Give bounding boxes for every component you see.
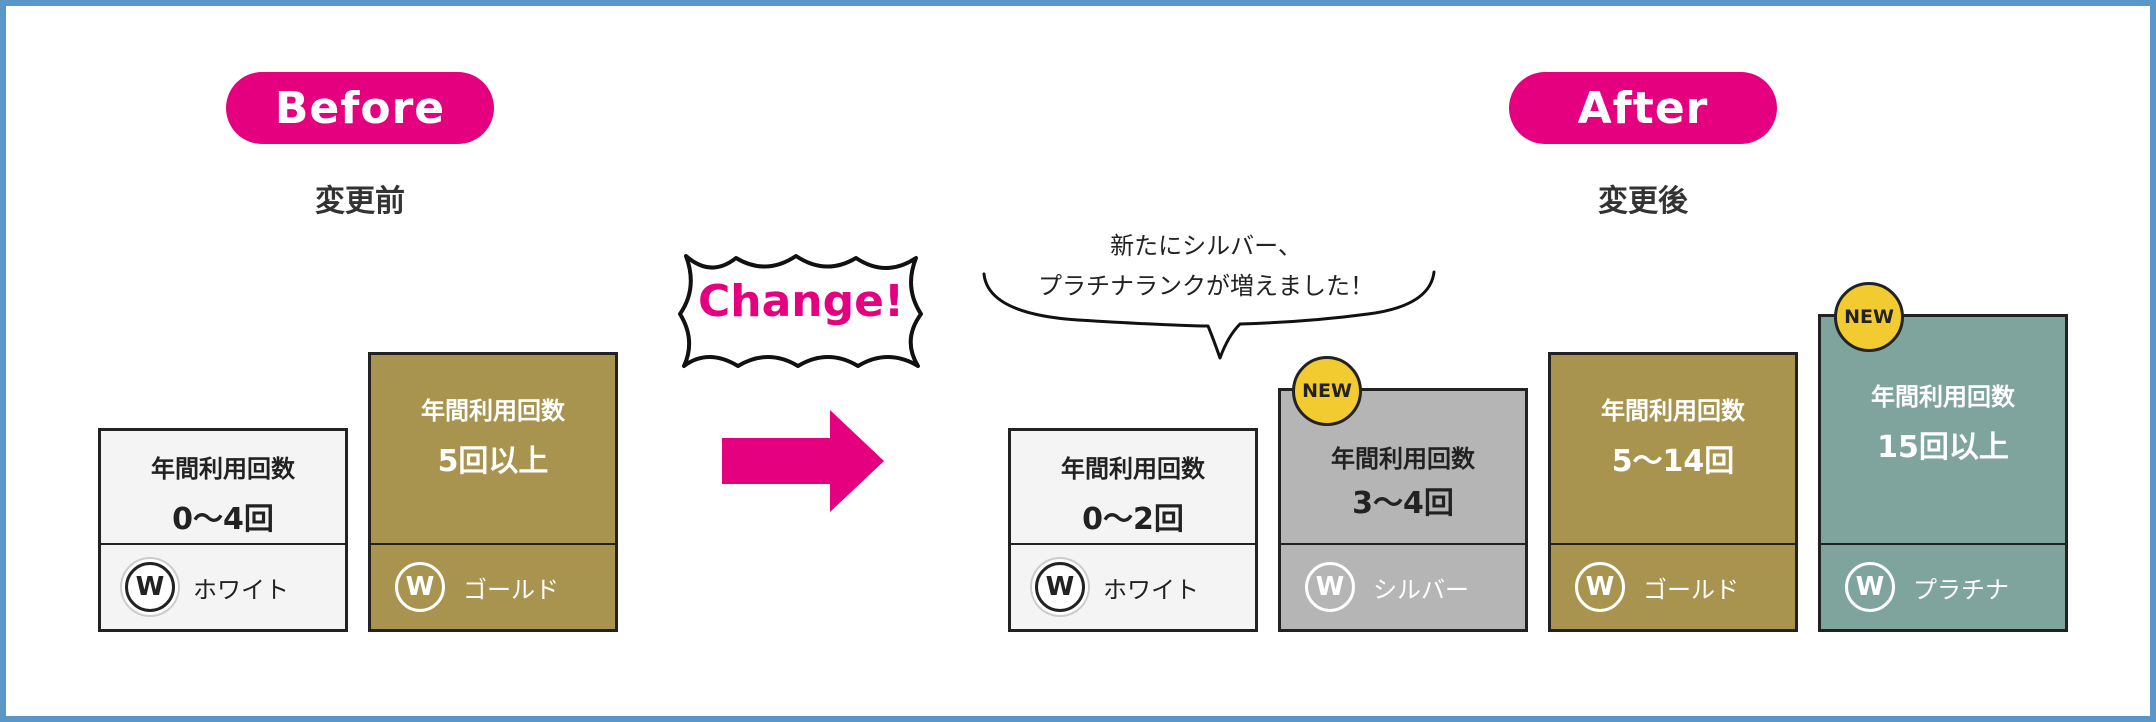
w-logo-icon: W xyxy=(1035,562,1085,612)
card-label: 年間利用回数 xyxy=(1871,383,2015,411)
bubble-line-1: 新たにシルバー、 xyxy=(1110,232,1302,260)
before-badge: Before xyxy=(226,72,494,144)
w-logo-icon: W xyxy=(395,562,445,612)
card-label: 年間利用回数 xyxy=(151,455,295,483)
after-white-card: 年間利用回数 0～2回 W ホワイト xyxy=(1008,428,1258,632)
w-logo-icon: W xyxy=(1845,562,1895,612)
card-label: 年間利用回数 xyxy=(421,397,565,425)
rank-name: ゴールド xyxy=(1643,575,1739,604)
card-count: 3～4回 xyxy=(1352,486,1454,521)
after-platinum-card: 年間利用回数 15回以上 W プラチナ xyxy=(1818,314,2068,632)
before-badge-label: Before xyxy=(274,82,446,134)
before-title: 変更前 xyxy=(315,184,405,219)
arrow-right-icon xyxy=(722,410,884,512)
new-badge: NEW xyxy=(1834,282,1904,352)
speech-bubble-icon xyxy=(982,270,1436,360)
w-logo-icon: W xyxy=(125,562,175,612)
change-label: Change! xyxy=(697,276,905,327)
rank-name: シルバー xyxy=(1373,575,1469,604)
card-label: 年間利用回数 xyxy=(1601,397,1745,425)
rank-name: プラチナ xyxy=(1913,575,2009,604)
card-count: 5回以上 xyxy=(437,444,549,479)
before-white-card: 年間利用回数 0～4回 W ホワイト xyxy=(98,428,348,632)
w-logo-icon: W xyxy=(1305,562,1355,612)
after-badge-label: After xyxy=(1577,82,1709,134)
card-count: 0～2回 xyxy=(1082,502,1184,537)
rank-name: ホワイト xyxy=(193,575,289,604)
after-gold-card: 年間利用回数 5～14回 W ゴールド xyxy=(1548,352,1798,632)
after-badge: After xyxy=(1509,72,1777,144)
rank-name: ホワイト xyxy=(1103,575,1199,604)
burst-shape-icon xyxy=(678,254,923,368)
card-count: 0～4回 xyxy=(172,502,274,537)
card-count: 15回以上 xyxy=(1877,430,2009,465)
rank-name: ゴールド xyxy=(463,575,559,604)
new-badge: NEW xyxy=(1292,356,1362,426)
card-label: 年間利用回数 xyxy=(1331,445,1475,473)
bubble-line-2: プラチナランクが増えました！ xyxy=(1038,272,1374,300)
card-count: 5～14回 xyxy=(1611,444,1735,479)
card-label: 年間利用回数 xyxy=(1061,455,1205,483)
before-gold-card: 年間利用回数 5回以上 W ゴールド xyxy=(368,352,618,632)
w-logo-icon: W xyxy=(1575,562,1625,612)
after-title: 変更後 xyxy=(1598,184,1688,219)
after-silver-card: 年間利用回数 3～4回 W シルバー xyxy=(1278,388,1528,632)
